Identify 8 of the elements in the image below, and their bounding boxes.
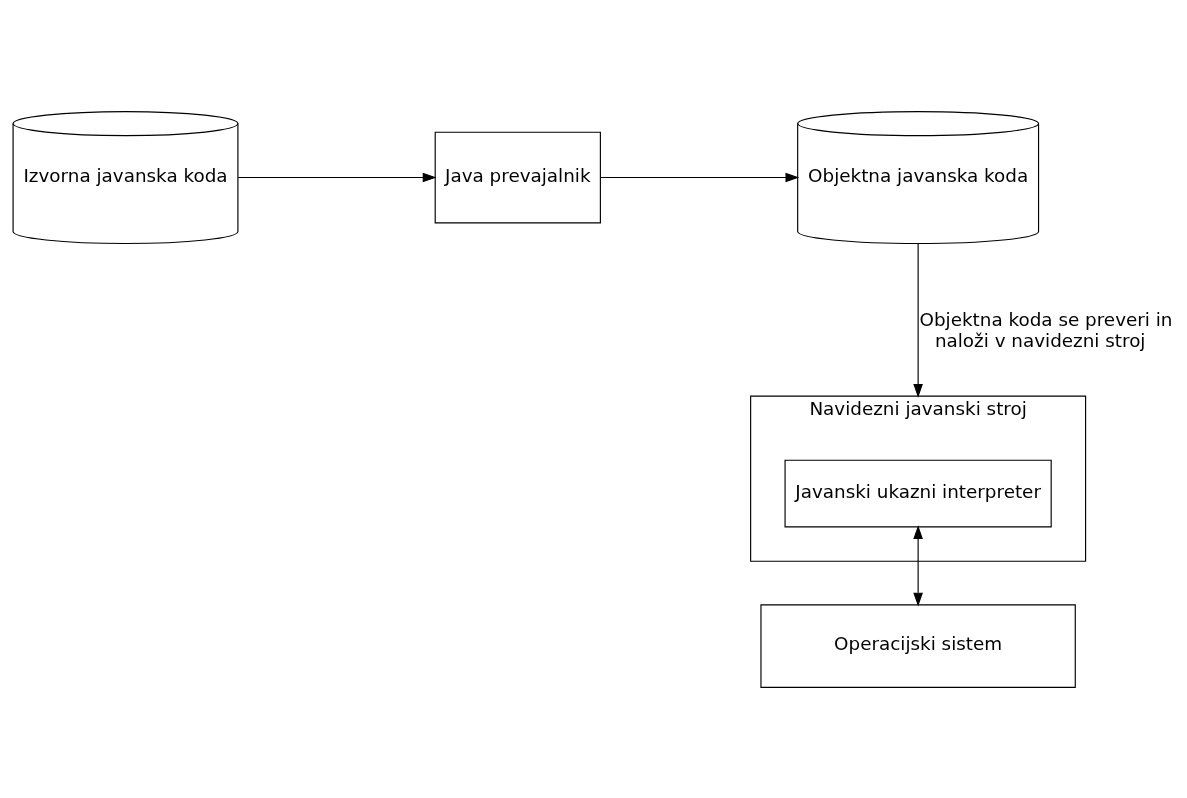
- node-box: Operacijski sistem: [760, 603, 1076, 688]
- edge-label: Objektna koda se preveri in naloži v navidezni stroj: [919, 308, 1173, 351]
- node-box: Java prevajalnik: [434, 131, 601, 223]
- arrow: [913, 524, 923, 606]
- arrow: [237, 172, 437, 182]
- arrow: [913, 242, 923, 398]
- arrow: [600, 172, 800, 182]
- node-box: Javanski ukazni interpreter: [784, 459, 1052, 527]
